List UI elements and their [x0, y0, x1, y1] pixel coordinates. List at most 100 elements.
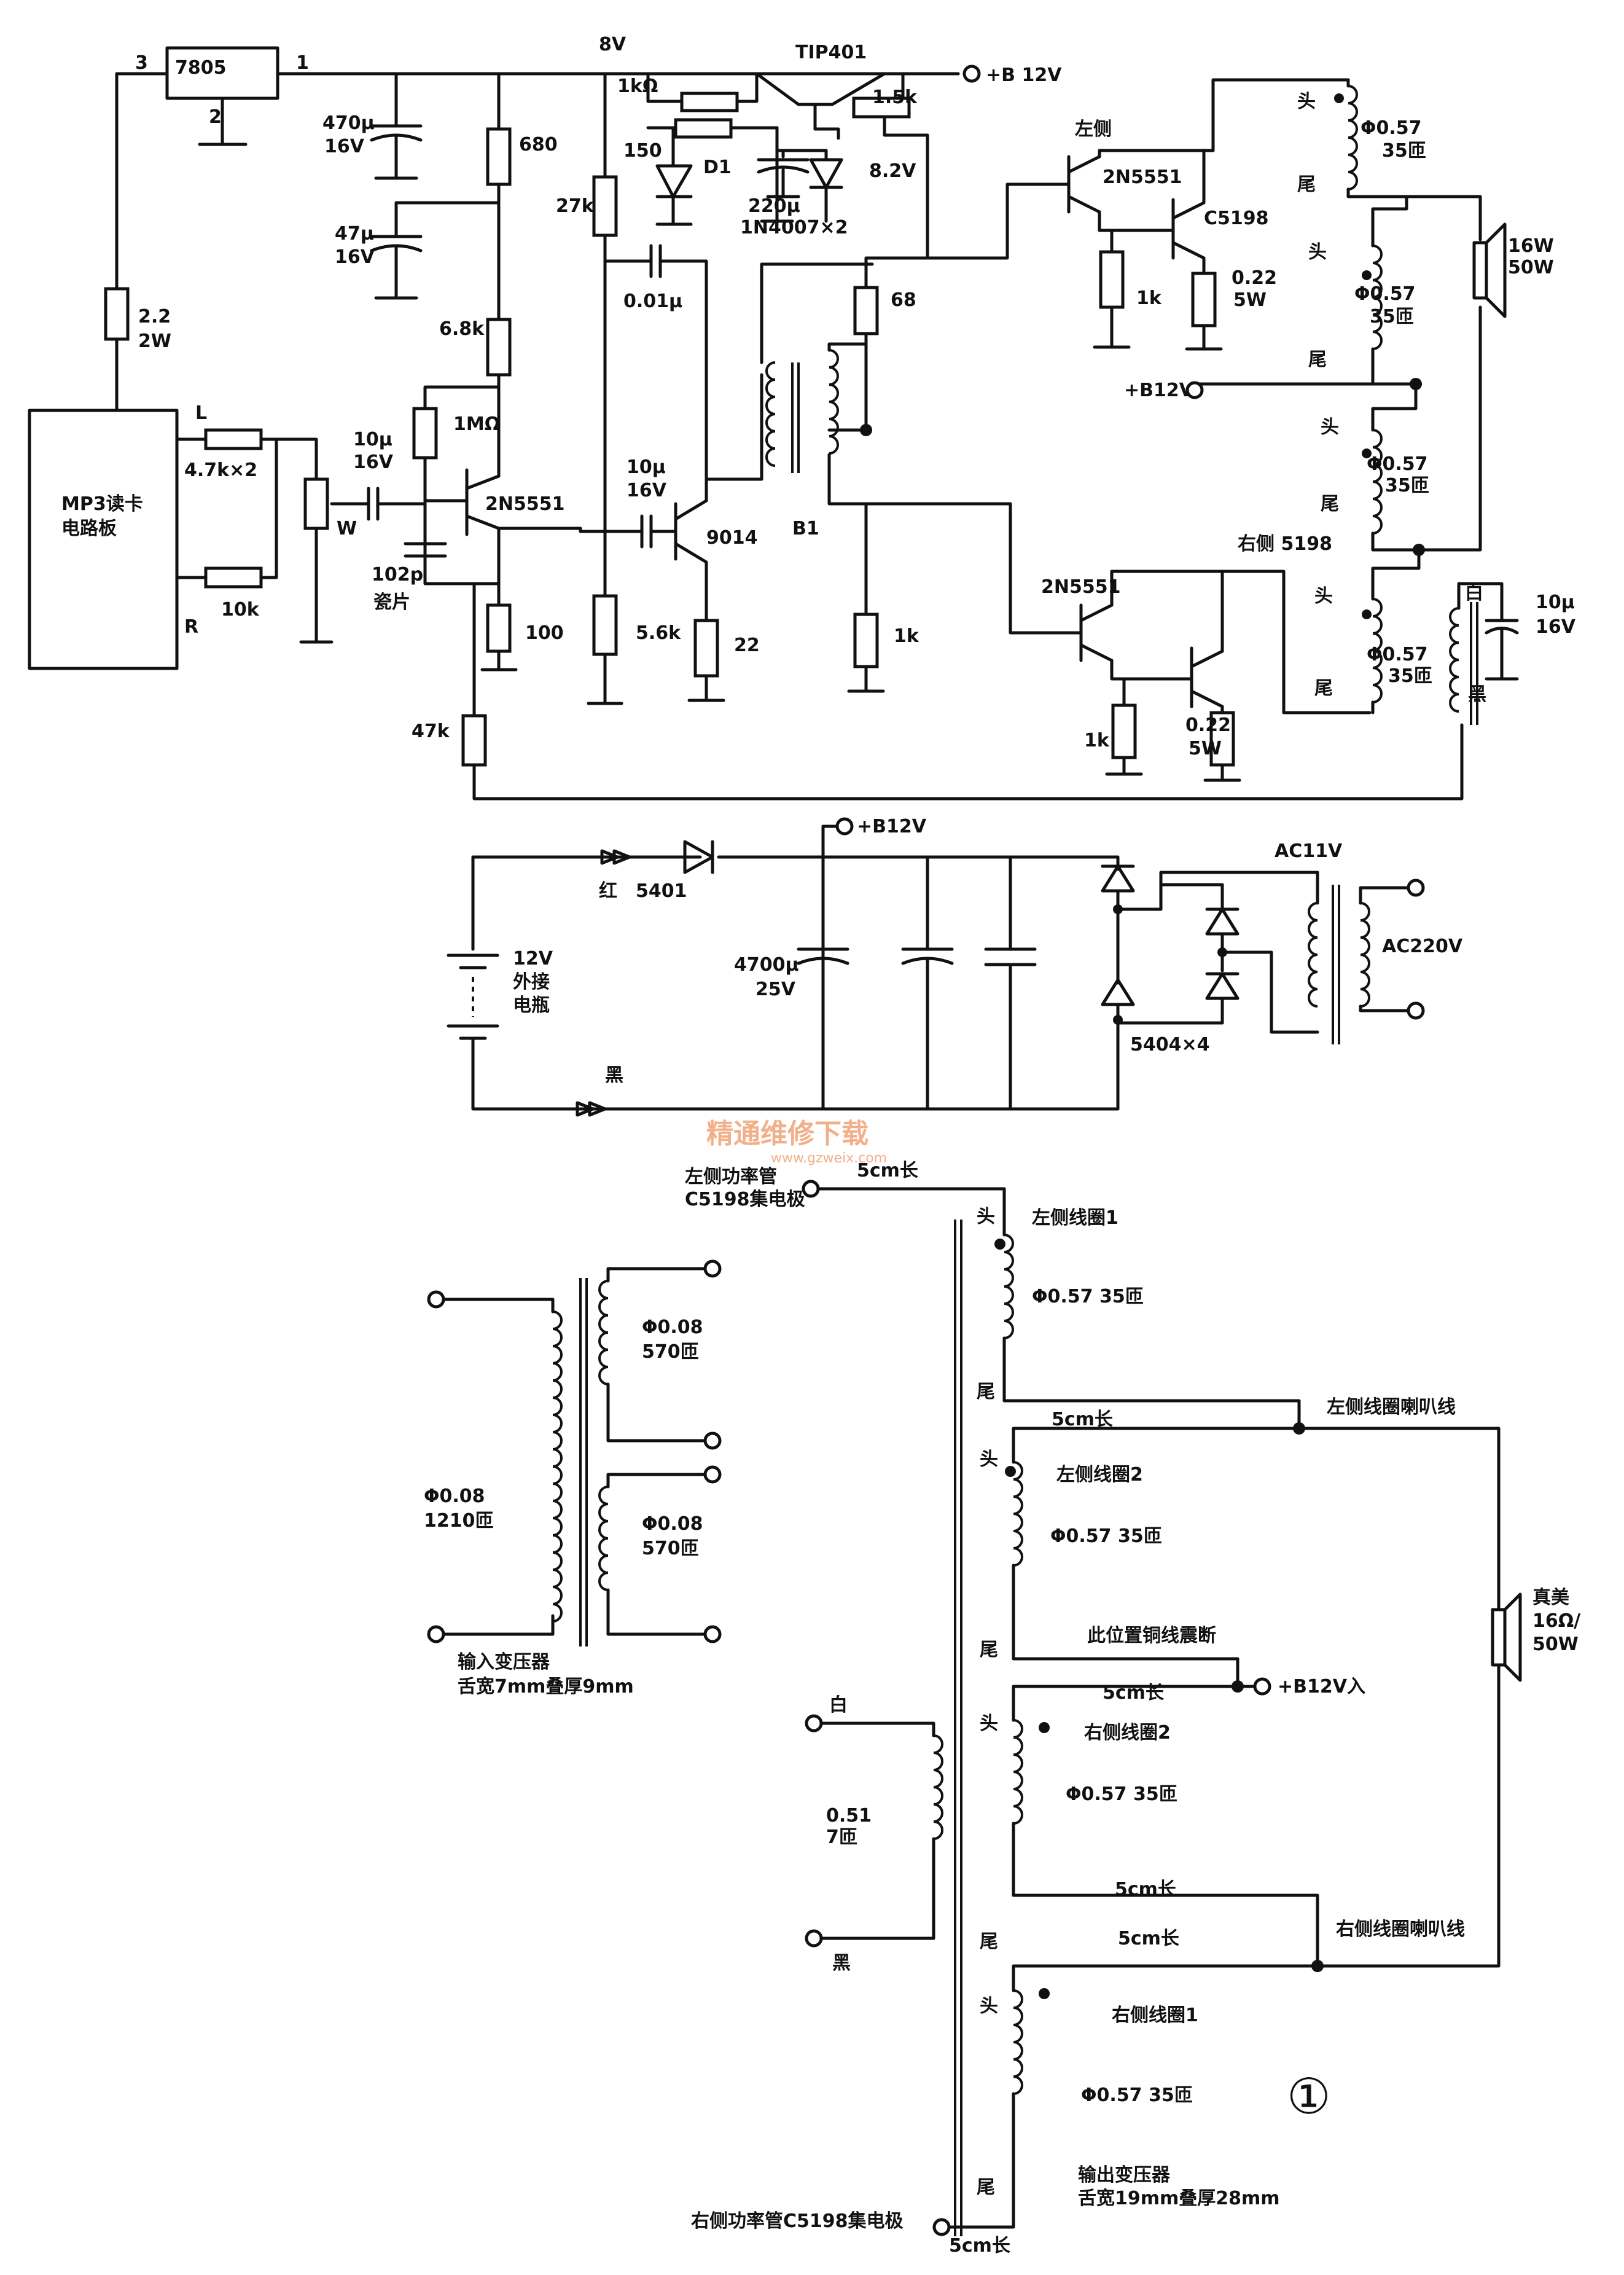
figure-number: ①: [1287, 2068, 1331, 2125]
resistor-label: 5W: [1189, 738, 1222, 759]
transistor-label: 9014: [706, 527, 758, 549]
supply-terminal: [1185, 381, 1204, 399]
battery-label: 外接: [513, 971, 550, 993]
pin-label: 2: [209, 106, 222, 128]
length-label: 5cm长: [949, 2235, 1010, 2257]
bridge-label: 5404×4: [1130, 1034, 1210, 1055]
coil-note: 右侧功率管C5198集电极: [691, 2210, 904, 2232]
volume-pot: [303, 477, 329, 530]
diode-label: 5401: [636, 880, 687, 902]
coil-note: 左侧功率管: [685, 1166, 777, 1188]
transformer-label: 输入变压器: [458, 1651, 550, 1673]
coil-note: C5198集电极: [685, 1189, 805, 1210]
resistor-label: 0.22: [1232, 267, 1277, 289]
transistor-label: 2N5551: [485, 493, 564, 515]
resistor-label: 1.5k: [872, 87, 918, 108]
transistor-label: C5198: [1204, 208, 1269, 229]
cap-label: 0.01μ: [623, 291, 682, 312]
coil-label: 0.51: [826, 1805, 872, 1827]
pot-label: W: [337, 518, 357, 539]
transistor-label: TIP401: [795, 42, 867, 63]
cap-label: 470μ: [322, 112, 375, 134]
resistor-label: 5W: [1233, 289, 1267, 311]
resistor-label: 1k: [1136, 288, 1162, 309]
coil-head-label: 头: [980, 1995, 998, 2017]
resistor-label: 1MΩ: [453, 413, 500, 435]
power-supply-circuit: [447, 817, 1425, 1117]
labels: 7805 1 2 3 8V TIP401 +B 12V 470μ 16V 680…: [61, 34, 1580, 2257]
coil-tail-label: 尾: [1297, 174, 1316, 195]
coil-note: 右侧线圈喇叭线: [1336, 1919, 1465, 1940]
board-label: MP3读卡: [61, 493, 143, 515]
coil-label: 35匝: [1388, 665, 1432, 687]
reg-label: 7805: [175, 57, 227, 79]
watermark-en: www.gzweix.com: [771, 1151, 887, 1166]
cap-label: 10μ: [353, 429, 392, 450]
length-label: 5cm长: [857, 1160, 918, 1181]
mp3-board: [28, 409, 179, 670]
coil-name: 右侧线圈2: [1084, 1722, 1171, 1744]
cap-label: 220μ: [748, 195, 800, 217]
coil-tail-label: 尾: [1321, 493, 1339, 515]
cap-label: 4700μ: [734, 954, 799, 976]
coil-head-label: 头: [1308, 241, 1327, 263]
resistor-label: 47k: [412, 721, 450, 742]
coil-label: Φ0.57: [1360, 117, 1422, 139]
coil-tail-label: 尾: [980, 1639, 998, 1661]
zener-label: 8.2V: [869, 160, 916, 182]
resistor-680: [486, 127, 512, 186]
speaker-label: 真美: [1532, 1587, 1569, 1608]
coil-tail-label: 尾: [1314, 678, 1333, 699]
coil-detail: [427, 1180, 1522, 2236]
battery-label: 12V: [513, 948, 553, 969]
board-label: 电路板: [61, 518, 117, 539]
channel-label: R: [184, 616, 198, 638]
ac-label: AC11V: [1275, 840, 1343, 862]
coil-label: Φ0.57: [1367, 644, 1428, 665]
coil-label: Φ0.08: [424, 1486, 485, 1507]
watermark-cn: 精通维修下载: [706, 1118, 869, 1149]
resistor-label: 27k: [556, 195, 595, 217]
resistor-label: 68: [891, 289, 916, 311]
coil-label: Φ0.08: [642, 1317, 703, 1338]
wire-label: 黑: [832, 1952, 851, 1974]
coil-tail-label: 尾: [977, 1381, 995, 1403]
transformer-label: 舌宽7mm叠厚9mm: [458, 1676, 634, 1697]
resistor-1m: [412, 407, 438, 460]
resistor-label: 0.22: [1185, 715, 1231, 736]
coil-head-label: 头: [980, 1449, 998, 1470]
wire-label: 红: [599, 880, 617, 902]
coil-label: 35匝: [1370, 306, 1414, 327]
side-label: 右侧 5198: [1238, 533, 1332, 555]
length-label: 5cm长: [1052, 1409, 1113, 1430]
coil-head-label: 头: [1314, 585, 1333, 607]
resistor-label: 2.2: [138, 306, 171, 327]
resistor-label: 10k: [221, 599, 260, 621]
resistor-label: 150: [623, 140, 662, 162]
coil-head-label: 头: [1297, 91, 1316, 112]
amplifier-circuit: [28, 46, 1519, 801]
coil-name: 左侧线圈2: [1056, 1464, 1143, 1486]
supply-label: +B 12V: [986, 65, 1062, 86]
coil-label: 570匝: [642, 1538, 699, 1559]
pin-label: 1: [296, 52, 309, 74]
coil-head-label: 头: [1321, 417, 1339, 438]
length-label: 5cm长: [1118, 1928, 1179, 1949]
cap-label: 25V: [755, 979, 796, 1000]
cap-label: 瓷片: [373, 592, 410, 613]
node-label: 8V: [599, 34, 627, 55]
transformer-label: 输出变压器: [1078, 2164, 1171, 2186]
cap-label: 16V: [353, 452, 394, 473]
coil-label: Φ0.57: [1354, 283, 1416, 305]
diode-label: D1: [703, 157, 732, 178]
resistor-label: 1k: [894, 625, 919, 647]
coil-label: 35匝: [1382, 140, 1426, 162]
coil-head-label: 头: [980, 1713, 998, 1734]
resistor-label: 1k: [1084, 730, 1110, 751]
resistor-label: 2W: [138, 331, 171, 352]
cap-label: 102p: [372, 564, 423, 585]
length-label: 5cm长: [1115, 1879, 1176, 1900]
resistor-label: 100: [525, 622, 564, 644]
speaker-icon: [1472, 241, 1488, 300]
